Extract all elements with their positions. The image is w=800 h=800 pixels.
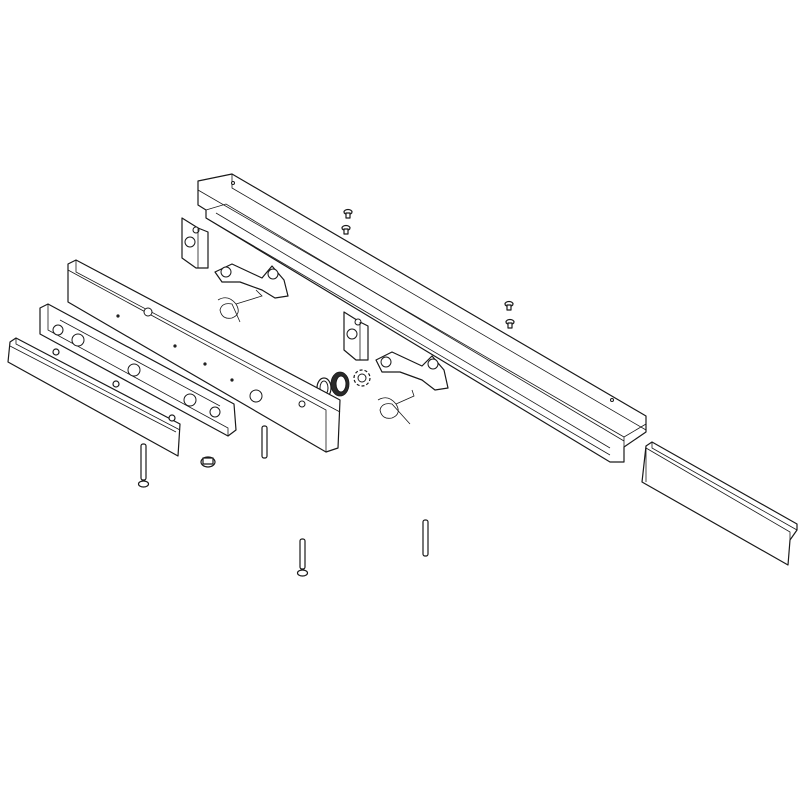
latch-arm-left	[214, 263, 289, 299]
nuts	[52, 348, 216, 468]
screws	[341, 208, 515, 329]
gear-wheel	[353, 369, 371, 387]
mounting-bracket-right	[343, 311, 369, 361]
screw	[341, 224, 351, 235]
front-bumper-bar	[39, 303, 237, 437]
pins	[137, 425, 429, 577]
screw	[505, 318, 515, 329]
bearing	[330, 371, 350, 397]
mounting-bracket-left	[181, 217, 209, 269]
torsion-spring-right	[377, 389, 415, 425]
clevis-pin	[296, 538, 309, 577]
screw	[504, 300, 514, 311]
flange-nut	[200, 456, 216, 468]
clevis-pin	[137, 443, 150, 488]
rear-bumper-bar	[67, 259, 341, 453]
rod-pin	[261, 425, 268, 459]
screw	[343, 208, 353, 219]
main-channel-rail	[197, 173, 647, 463]
latch-arm-right	[375, 351, 449, 391]
rod-pin	[422, 519, 429, 557]
end-cover-plate	[641, 441, 798, 566]
front-trim-plate	[7, 337, 181, 457]
torsion-spring-left	[217, 289, 263, 323]
